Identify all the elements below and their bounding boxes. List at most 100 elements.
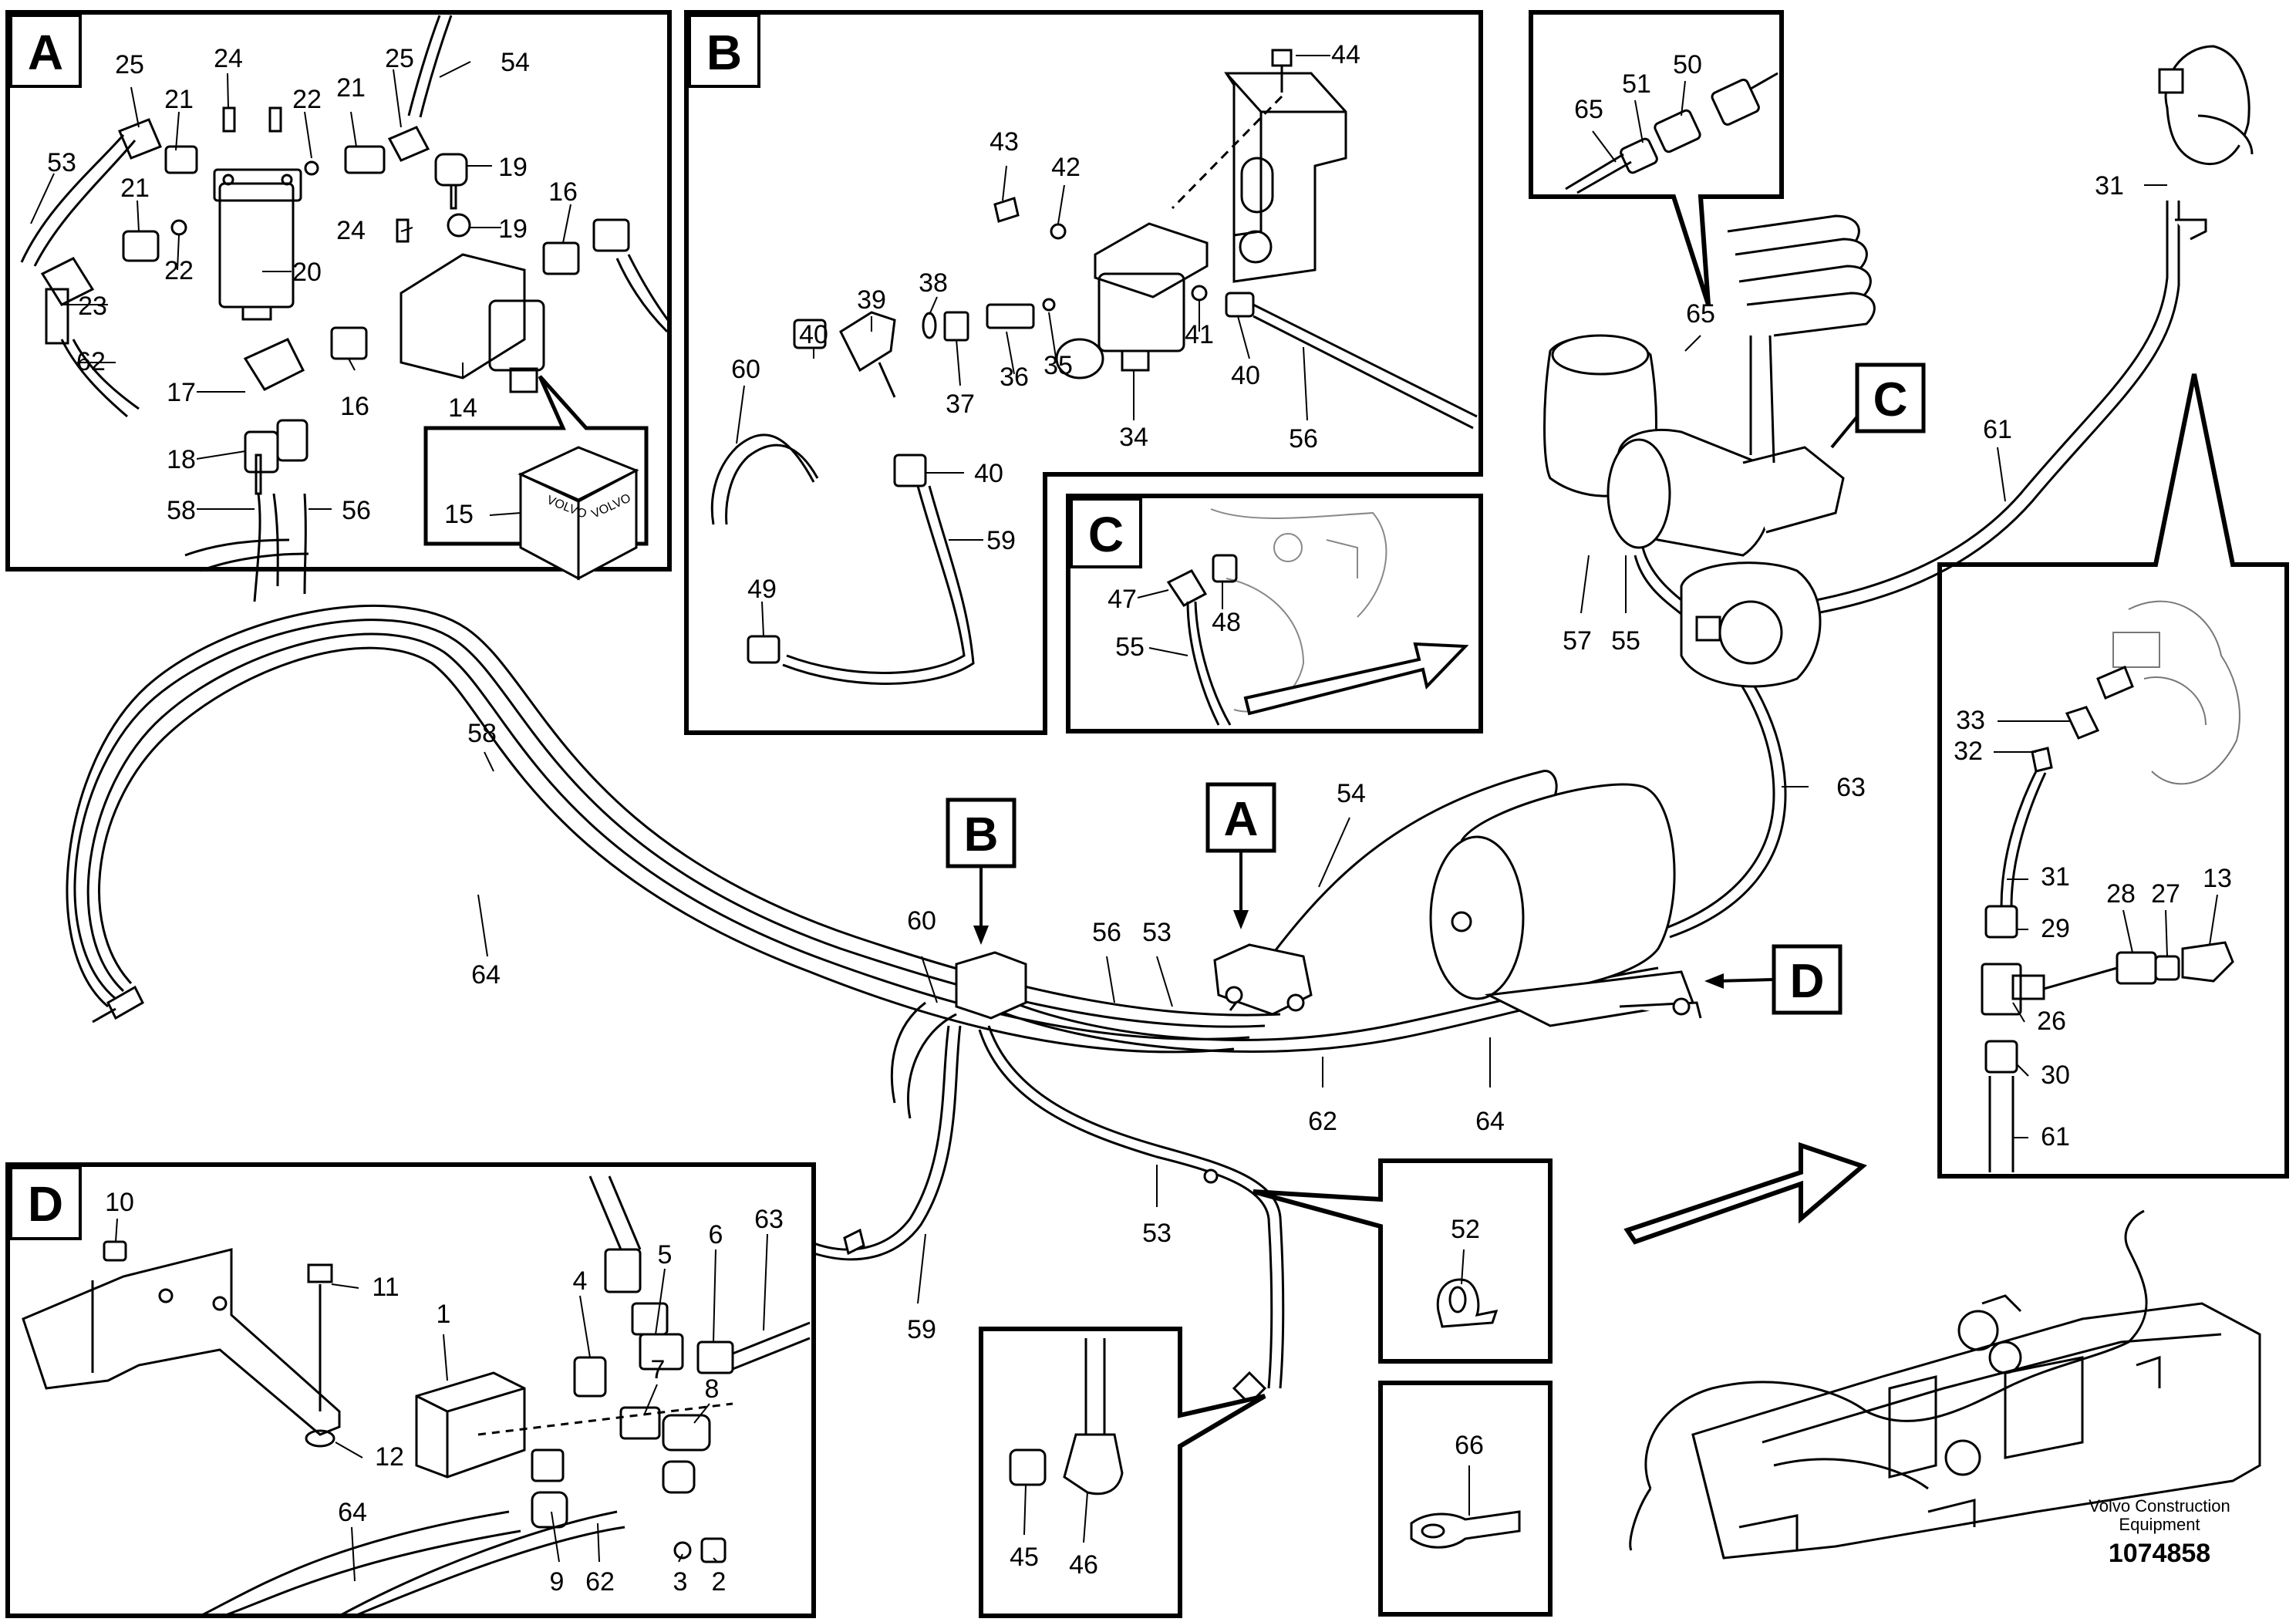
callout-d-8: 63 xyxy=(754,1205,784,1234)
callout-a-16: 23 xyxy=(78,292,107,321)
callout-d-13: 62 xyxy=(585,1567,615,1597)
callout-a-11: 22 xyxy=(164,256,194,285)
callout-a-6: 25 xyxy=(385,44,414,73)
callout-a-21: 15 xyxy=(444,500,474,529)
inset-fitting-callouts: 45 46 xyxy=(1010,1543,1098,1580)
callout-d-11: 64 xyxy=(338,1498,367,1527)
main-valves xyxy=(843,943,1313,1406)
panel-a: A xyxy=(5,10,672,602)
footer: Volvo Construction Equipment 1074858 xyxy=(2089,1496,2230,1568)
callout-main-62: 62 xyxy=(1308,1107,1337,1136)
callout-d-9: 7 xyxy=(651,1355,666,1384)
callout-b-14: 40 xyxy=(974,459,1003,488)
callout-f-1: 45 xyxy=(1010,1543,1039,1572)
panel-b-leaders xyxy=(736,55,1330,637)
panel-a-letter: A xyxy=(28,25,63,80)
panel-b: B xyxy=(684,10,1483,735)
callout-b-15: 34 xyxy=(1119,423,1148,452)
callout-a-22: 18 xyxy=(167,445,196,474)
callout-a-18: 17 xyxy=(167,378,196,407)
callout-b-17: 49 xyxy=(747,575,777,604)
callout-d-10: 8 xyxy=(705,1374,720,1404)
panel-a-leaders xyxy=(30,61,571,510)
callout-d-15: 2 xyxy=(712,1567,727,1597)
callout-d-4: 12 xyxy=(375,1442,404,1472)
callout-b-9: 35 xyxy=(1043,351,1073,380)
footer-company-line2: Equipment xyxy=(2119,1515,2200,1534)
callout-b-13: 37 xyxy=(946,389,975,419)
callout-d-6: 5 xyxy=(658,1240,673,1270)
callout-b-16: 59 xyxy=(986,526,1016,555)
callout-tr-3: 50 xyxy=(1673,50,1702,79)
callout-d-3: 1 xyxy=(437,1300,451,1329)
callout-tr-2: 51 xyxy=(1622,69,1651,99)
panel-b-callouts: 44 43 42 39 38 40 60 36 35 41 40 56 37 4… xyxy=(731,40,1360,604)
callout-a-7: 54 xyxy=(501,48,530,77)
air-tank xyxy=(1429,783,1702,1027)
callout-d-12: 9 xyxy=(550,1567,565,1597)
inset-right-parts xyxy=(1981,666,2234,1172)
callout-a-1: 25 xyxy=(115,50,144,79)
inset-right-leaders xyxy=(1994,720,2218,1138)
panel-c-leaders xyxy=(1137,582,1223,656)
callout-main-31: 31 xyxy=(2095,171,2124,201)
panel-a-drawing xyxy=(20,15,669,602)
callout-b-6: 40 xyxy=(799,320,828,349)
callout-b-12: 56 xyxy=(1289,424,1318,454)
callout-a-13: 19 xyxy=(498,214,528,244)
inset-top-right-callouts: 65 51 50 xyxy=(1574,50,1702,124)
callout-main-54: 54 xyxy=(1337,779,1366,808)
panel-a-callouts: 25 21 24 22 21 25 54 19 53 21 22 24 19 1… xyxy=(47,44,578,529)
inset-right: 33 32 31 29 28 27 13 26 30 61 xyxy=(1937,373,2289,1179)
callout-main-58: 58 xyxy=(467,719,497,748)
panel-d-callouts: 10 11 1 12 4 5 6 63 7 8 64 9 62 3 2 xyxy=(105,1188,784,1597)
callout-d-14: 3 xyxy=(673,1567,688,1597)
panel-c-callouts: 47 48 55 xyxy=(1108,585,1241,662)
callout-b-1: 44 xyxy=(1331,40,1360,69)
compressor xyxy=(1543,214,1876,688)
callout-b-5: 38 xyxy=(919,268,948,298)
callout-d-1: 10 xyxy=(105,1188,134,1217)
callout-r-5: 28 xyxy=(2106,879,2136,909)
callout-a-3: 24 xyxy=(214,44,243,73)
callout-r-6: 27 xyxy=(2151,879,2180,909)
callout-clip: 52 xyxy=(1451,1215,1480,1244)
callout-main-55: 55 xyxy=(1611,626,1640,656)
callout-b-2: 43 xyxy=(990,127,1019,157)
callout-a-10: 21 xyxy=(120,174,150,203)
tag-d: D xyxy=(1790,955,1825,1008)
callout-d-7: 6 xyxy=(709,1220,723,1249)
callout-a-8: 19 xyxy=(498,153,528,182)
inset-top-right-parts xyxy=(1565,72,1778,194)
callout-main-61: 61 xyxy=(1983,415,2012,444)
callout-a-9: 53 xyxy=(47,148,76,177)
callout-b-11: 40 xyxy=(1231,361,1260,390)
clip-shape xyxy=(1436,1278,1499,1328)
callout-b-8: 36 xyxy=(1000,363,1029,392)
callout-a-20: 14 xyxy=(448,393,477,423)
callout-main-56: 56 xyxy=(1092,918,1121,947)
main-leaders xyxy=(477,184,2167,1304)
callout-a-12: 24 xyxy=(336,216,366,245)
callout-c-3: 55 xyxy=(1115,632,1145,662)
callout-a-15: 20 xyxy=(292,258,322,287)
main-callouts: 58 64 60 56 53 54 59 53 62 64 63 31 61 6… xyxy=(467,171,2124,1344)
callout-r-10: 61 xyxy=(2041,1122,2070,1152)
callout-a-24: 56 xyxy=(342,496,371,525)
callout-r-3: 31 xyxy=(2041,862,2070,892)
panel-c-detail: C 47 48 55 xyxy=(1066,494,1483,733)
inset-clip: 52 xyxy=(1253,1158,1553,1364)
main-assembly: B A C D xyxy=(66,45,2254,1406)
callout-a-17: 62 xyxy=(76,347,106,376)
panel-d-letter: D xyxy=(28,1176,63,1232)
callout-c-2: 48 xyxy=(1212,608,1241,637)
tag-a: A xyxy=(1224,793,1259,846)
inset-right-callouts: 33 32 31 29 28 27 13 26 30 61 xyxy=(1954,706,2232,1152)
box-inset: VOLVO VOLVO xyxy=(423,375,649,581)
coupling-head xyxy=(2158,45,2254,241)
direction-arrow xyxy=(1623,1141,1867,1245)
callout-f-2: 46 xyxy=(1069,1550,1098,1580)
callout-main-53: 53 xyxy=(1142,918,1172,947)
callout-r-7: 13 xyxy=(2203,864,2232,893)
